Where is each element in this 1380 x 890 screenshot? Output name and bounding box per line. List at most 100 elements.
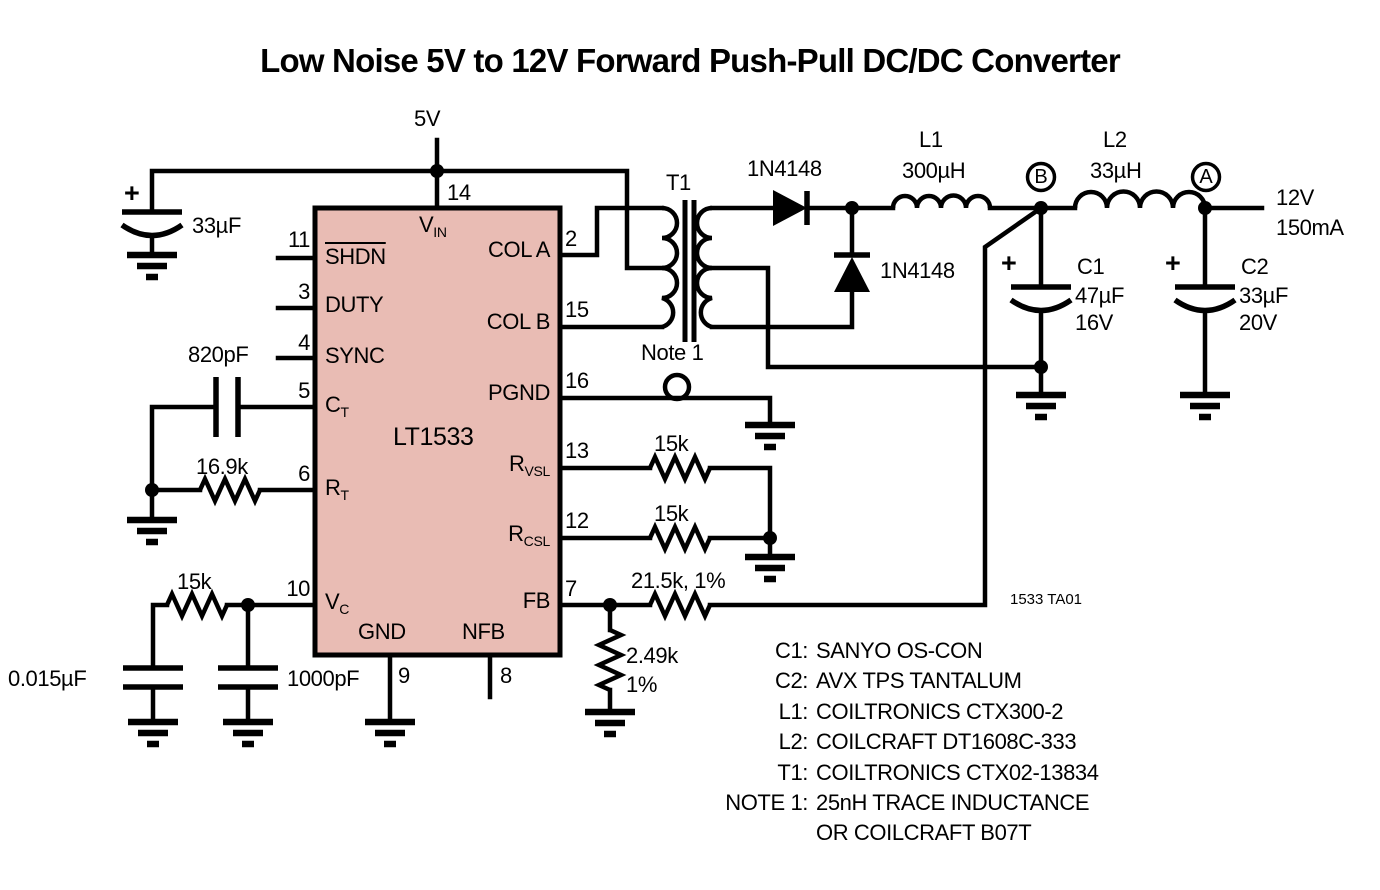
resistor-21.5k	[647, 588, 713, 622]
note-label: NOTE 1:	[725, 790, 808, 816]
capacitor-c1	[1009, 284, 1073, 314]
resistor-15k-rvsl	[647, 451, 713, 485]
wire-feedback-loop	[707, 204, 1045, 608]
resistor-2.49k	[593, 627, 627, 693]
capacitor-input-33uf	[120, 209, 184, 239]
transformer-label: T1	[666, 170, 691, 195]
note-label: C2:	[774, 668, 808, 694]
ic-pin-label-gnd: GND	[358, 619, 406, 644]
rt-resistor-value: 16.9k	[196, 454, 248, 479]
pin-5: 5	[298, 378, 310, 403]
pin-9: 9	[398, 663, 410, 688]
pin-6: 6	[298, 461, 310, 486]
pin-14: 14	[447, 180, 471, 205]
junction-vc	[241, 598, 255, 612]
ic-part-number: LT1533	[393, 423, 474, 451]
c2-rating: 20V	[1239, 310, 1277, 335]
diode-d2-triangle	[834, 257, 870, 292]
ground-symbols	[127, 251, 1230, 748]
transformer-t1-symbol	[661, 200, 713, 342]
ic-pin-label-colb: COL B	[486, 309, 551, 334]
input-voltage-label: 5V	[414, 106, 441, 131]
note-label: L2:	[778, 729, 809, 755]
node-b-circle	[1025, 161, 1057, 193]
transformer-secondary-winding	[694, 205, 713, 330]
capacitor-1000pf	[218, 665, 278, 690]
pin-12: 12	[565, 508, 589, 533]
ct-cap-value: 820pF	[188, 342, 249, 367]
pin-3: 3	[298, 279, 310, 304]
ic-pin-label-nfb: NFB	[462, 619, 505, 644]
wires	[149, 137, 1265, 725]
note1-label: Note 1	[641, 340, 704, 365]
rvsl-resistor-value: 15k	[654, 431, 689, 456]
ic-pin-label-vc: VC	[325, 589, 350, 617]
pin-2: 2	[565, 226, 577, 251]
note-label: L1:	[778, 698, 809, 724]
wire-ct	[149, 404, 318, 493]
inductors	[662, 189, 1208, 402]
note-value: COILCRAFT DT1608C-333	[816, 729, 1077, 755]
ground-pgnd	[745, 421, 795, 451]
ground-2.49k	[585, 708, 635, 738]
ic-body	[312, 205, 563, 658]
wire-pgnd	[557, 395, 773, 428]
wire-gnd-nfb-pins	[387, 652, 493, 725]
ic-pin-label-sync: SYNC	[325, 343, 385, 368]
resistor-16.9k	[197, 473, 263, 507]
junction-dots	[145, 164, 1212, 612]
ground-rvsl-rcsl	[745, 553, 795, 583]
fb-bottom-resistor-tolerance: 1%	[626, 672, 657, 697]
junction-rvsl-rcsl	[763, 531, 777, 545]
ic-pin-label-rcsl: RCSL	[508, 521, 550, 549]
capacitor-820pf	[213, 377, 241, 437]
fb-top-resistor-value: 21.5k, 1%	[631, 568, 726, 593]
ground-c2	[1180, 391, 1230, 421]
pin-8: 8	[500, 663, 512, 688]
input-cap-value: 33µF	[192, 213, 241, 238]
junction-5v	[430, 164, 444, 178]
schematic-title: Low Noise 5V to 12V Forward Push-Pull DC…	[260, 42, 1121, 79]
resistor-15k-rcsl	[647, 521, 713, 555]
c1-value: 47µF	[1075, 283, 1124, 308]
pin-7: 7	[565, 576, 577, 601]
capacitors	[120, 209, 1237, 690]
inductor-l1	[890, 193, 993, 209]
c1-rating: 16V	[1075, 310, 1113, 335]
vc-filter-cap-value: 0.015µF	[8, 666, 87, 691]
node-b-letter: B	[1034, 166, 1048, 188]
fb-bottom-resistor-value: 2.49k	[626, 643, 678, 668]
c1-name: C1	[1077, 254, 1105, 279]
transformer-core	[682, 200, 697, 342]
note-value: COILTRONICS CTX02-13834	[816, 759, 1099, 785]
rcsl-resistor-value: 15k	[654, 501, 689, 526]
c2-name: C2	[1241, 254, 1269, 279]
junction-fb	[603, 598, 617, 612]
output-voltage-label: 12V	[1276, 185, 1314, 210]
node-markers	[1025, 161, 1222, 193]
pin-15: 15	[565, 297, 589, 322]
resistor-15k-vc	[164, 588, 230, 622]
note-label: C1:	[774, 638, 808, 663]
l1-name: L1	[919, 127, 943, 152]
diodes	[773, 190, 870, 292]
ic-pin-label-pgnd: PGND	[488, 380, 550, 405]
node-a-letter: A	[1199, 166, 1213, 188]
capacitor-c2	[1173, 284, 1237, 314]
vc-cap-value: 1000pF	[287, 666, 360, 691]
wire-left-stubs	[275, 255, 318, 361]
junction-c1-return	[1034, 360, 1048, 374]
note-label: T1:	[777, 759, 808, 785]
ic-pin-label-vin: VIN	[419, 212, 447, 240]
pin-11: 11	[287, 227, 310, 252]
component-notes: C1: SANYO OS-CON C2: AVX TPS TANTALUM L1…	[640, 636, 1099, 849]
junction-node-b	[1034, 201, 1048, 215]
ic-pin-label-rvsl: RVSL	[508, 451, 550, 479]
ic-pin-label-fb: FB	[522, 588, 551, 613]
diode-d1-label: 1N4148	[747, 156, 822, 181]
ic-pin-label-rt: RT	[325, 475, 349, 503]
input-cap-polarity: +	[124, 178, 140, 208]
note-value: 25nH TRACE INDUCTANCE	[816, 790, 1090, 816]
